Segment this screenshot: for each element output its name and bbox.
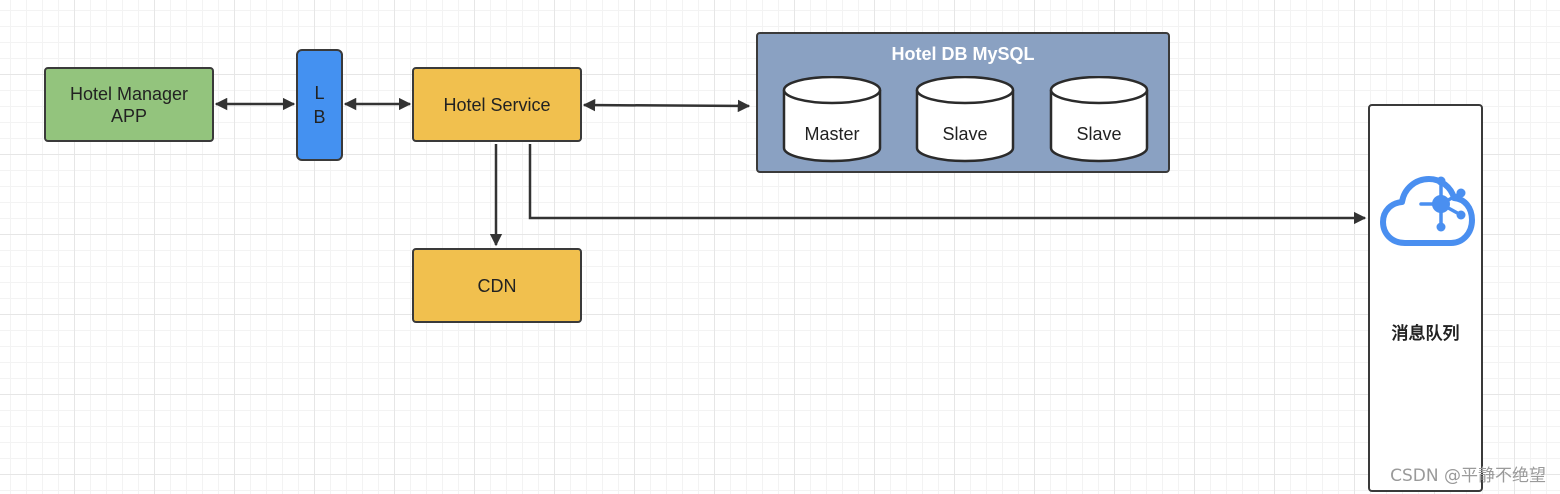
cloud-hub-icon xyxy=(1380,176,1475,246)
db-master-label: Master xyxy=(804,124,860,144)
hotel-db-title: Hotel DB MySQL xyxy=(891,44,1035,64)
load-balancer-label: LB xyxy=(313,83,326,127)
cdn-label: CDN xyxy=(477,275,517,296)
arrow-service-mq xyxy=(528,144,1367,225)
message-queue-node[interactable]: 消息队列 xyxy=(1368,104,1483,492)
hotel-service-label: Hotel Service xyxy=(443,94,551,115)
db-master-cylinder[interactable]: Master xyxy=(782,76,882,164)
message-queue-label: 消息队列 xyxy=(1391,324,1460,343)
db-slave-label: Slave xyxy=(942,124,988,144)
database-cylinder-icon xyxy=(915,76,1015,163)
hotel-db-panel[interactable]: Hotel DB MySQL Master Slave Slave xyxy=(756,32,1170,173)
load-balancer-node[interactable]: LB xyxy=(296,49,343,161)
db-slave-label: Slave xyxy=(1076,124,1122,144)
cdn-node[interactable]: CDN xyxy=(412,248,582,323)
hotel-service-node[interactable]: Hotel Service xyxy=(412,67,582,142)
hotel-manager-app-node[interactable]: Hotel Manager APP xyxy=(44,67,214,142)
csdn-watermark: CSDN @平静不绝望 xyxy=(1390,466,1546,486)
db-slave-cylinder[interactable]: Slave xyxy=(1049,76,1149,164)
database-cylinder-icon xyxy=(1049,76,1149,163)
hotel-manager-app-label: Hotel Manager APP xyxy=(69,83,189,126)
arrow-service-db xyxy=(582,98,751,113)
database-cylinder-icon xyxy=(782,76,882,163)
db-slave-cylinder[interactable]: Slave xyxy=(915,76,1015,164)
